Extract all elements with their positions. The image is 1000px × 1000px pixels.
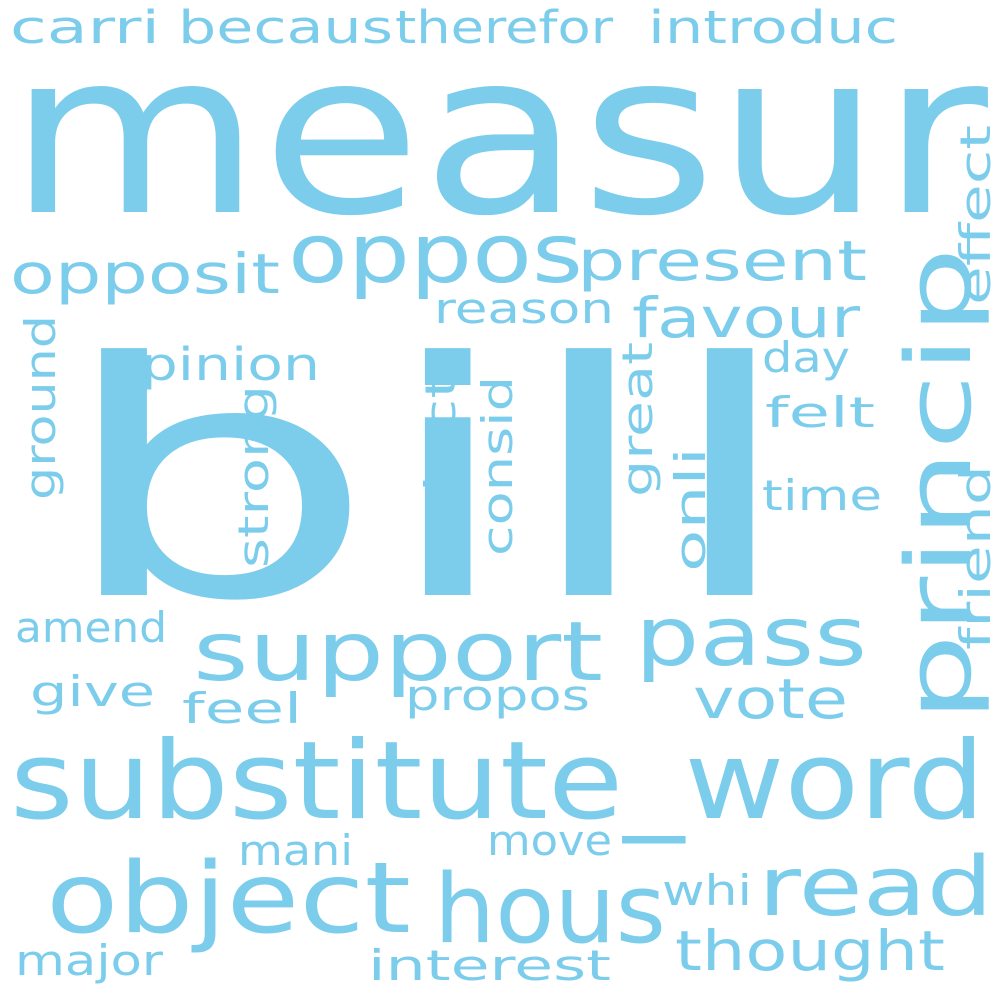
- word-interest: interest: [368, 941, 611, 990]
- word-therefor: therefor: [395, 1, 614, 54]
- word-friend: friend: [951, 465, 1000, 650]
- word-opposit: opposit: [10, 242, 280, 306]
- word-move: move: [487, 816, 612, 865]
- word-great: great: [613, 342, 662, 497]
- word-ground: ground: [16, 315, 65, 500]
- word-strong: strong: [229, 385, 278, 568]
- word-princip: princip: [887, 247, 992, 722]
- word-pass: pass: [635, 590, 867, 685]
- word-day: day: [762, 333, 850, 382]
- word-opinion: opinion: [105, 338, 320, 391]
- word-oppos: oppos: [288, 207, 583, 302]
- word-felt: felt: [765, 388, 875, 437]
- word-mani: mani: [238, 826, 353, 875]
- word-introduc: introduc: [648, 1, 898, 54]
- word-believ: believ: [568, 390, 617, 572]
- word-whi: whi: [662, 866, 752, 915]
- word-give: give: [30, 667, 155, 716]
- word-read: read: [758, 840, 993, 935]
- word-effect: effect: [951, 125, 1000, 305]
- word-substitute-word: substitute_word: [10, 719, 985, 844]
- word-vote: vote: [693, 667, 848, 731]
- word-feel: feel: [182, 684, 302, 733]
- word-propos: propos: [405, 671, 590, 720]
- word-amend: amend: [15, 603, 167, 652]
- word-major: major: [15, 936, 164, 985]
- word-reason: reason: [434, 284, 614, 333]
- word-thought: thought: [675, 919, 945, 983]
- word-time: time: [762, 471, 882, 520]
- word-onli: onli: [666, 447, 715, 572]
- word-object: object: [46, 842, 411, 956]
- word-becaus: becaus: [178, 1, 393, 54]
- word-measur: measur: [8, 4, 989, 266]
- word-carri: carri: [10, 1, 160, 54]
- word-reject: reject: [416, 373, 465, 558]
- word-bill: bill: [55, 293, 800, 672]
- word-present: present: [577, 229, 867, 293]
- word-hous: hous: [434, 855, 666, 965]
- word-support: support: [193, 605, 603, 700]
- word-consid: consid: [473, 376, 522, 556]
- word-favour: favour: [632, 286, 860, 350]
